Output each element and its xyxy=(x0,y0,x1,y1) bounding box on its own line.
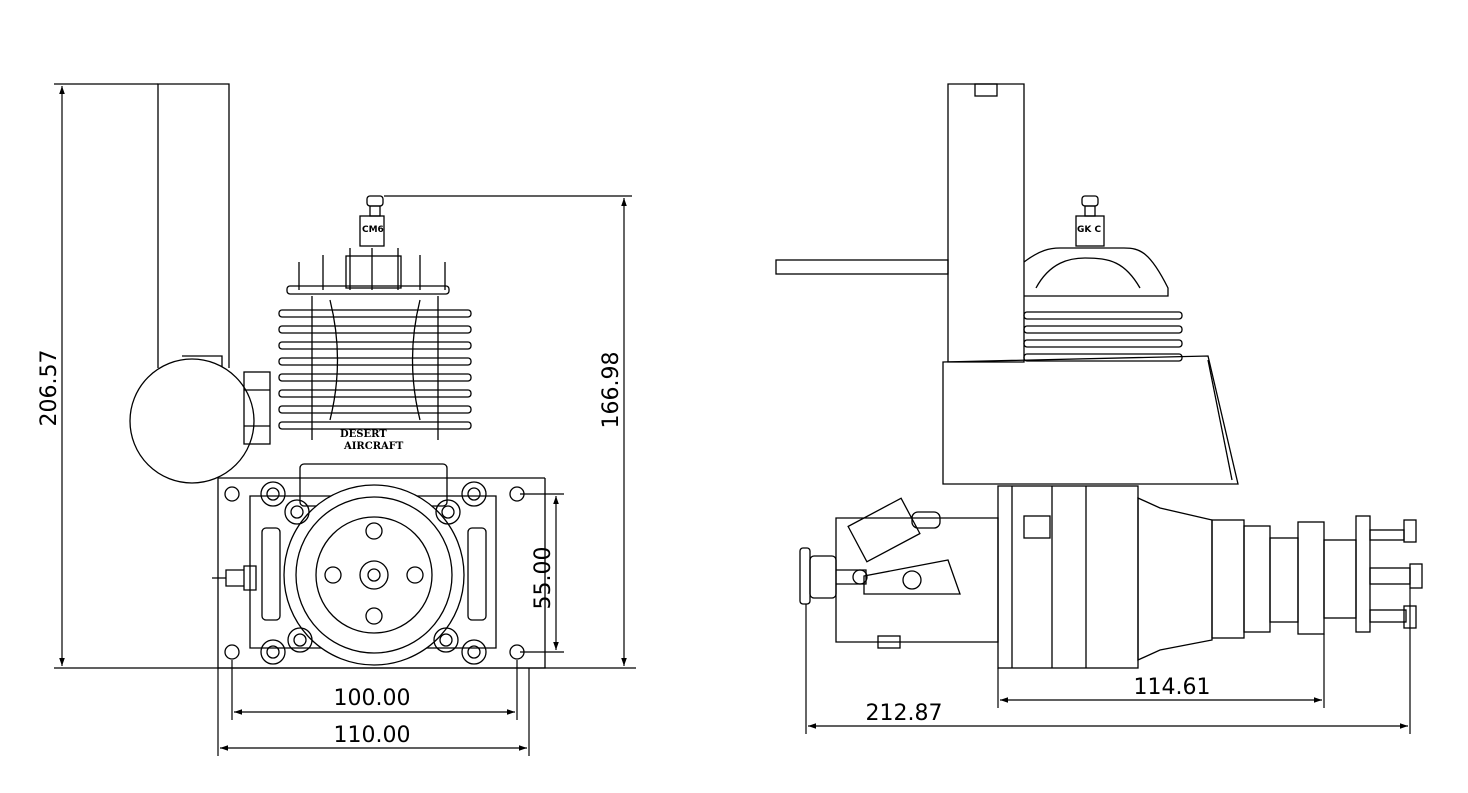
side-nose-cone xyxy=(1137,496,1271,662)
mounting-bolts xyxy=(224,481,525,665)
cylinder-fins xyxy=(278,285,472,440)
side-ignition-hub xyxy=(1269,515,1423,635)
dim-bolt-spacing: 100.00 xyxy=(334,686,411,711)
side-crankcase xyxy=(997,485,1139,669)
needle-valve xyxy=(212,565,257,591)
side-exhaust xyxy=(775,83,1025,363)
dim-mount-height: 55.00 xyxy=(531,547,556,610)
side-nozzle xyxy=(799,547,868,605)
muffler xyxy=(129,358,271,484)
head-spikes xyxy=(298,248,446,290)
side-plug-label: GK C xyxy=(1077,225,1101,235)
side-view xyxy=(775,83,1423,669)
brand-line-1: DESERT xyxy=(340,429,387,440)
front-plug-label: CM6 xyxy=(362,225,384,235)
dim-overall-length: 212.87 xyxy=(866,701,943,726)
front-view xyxy=(129,83,546,669)
exhaust-pipe xyxy=(157,83,230,368)
dim-mount-to-prop: 114.61 xyxy=(1134,675,1211,700)
front-dimensions xyxy=(54,83,636,756)
side-spark-plug xyxy=(1075,195,1105,247)
dim-plug-height: 166.98 xyxy=(599,352,624,429)
side-cowling xyxy=(942,355,1239,485)
side-cylinder xyxy=(1023,247,1183,362)
dim-plate-width: 110.00 xyxy=(334,723,411,748)
dim-total-height: 206.57 xyxy=(37,350,62,427)
side-carburetor xyxy=(835,497,999,649)
brand-line-2: AIRCRAFT xyxy=(343,441,404,452)
side-dimensions xyxy=(805,588,1411,734)
front-cover xyxy=(283,484,465,666)
spark-plug xyxy=(359,195,385,247)
